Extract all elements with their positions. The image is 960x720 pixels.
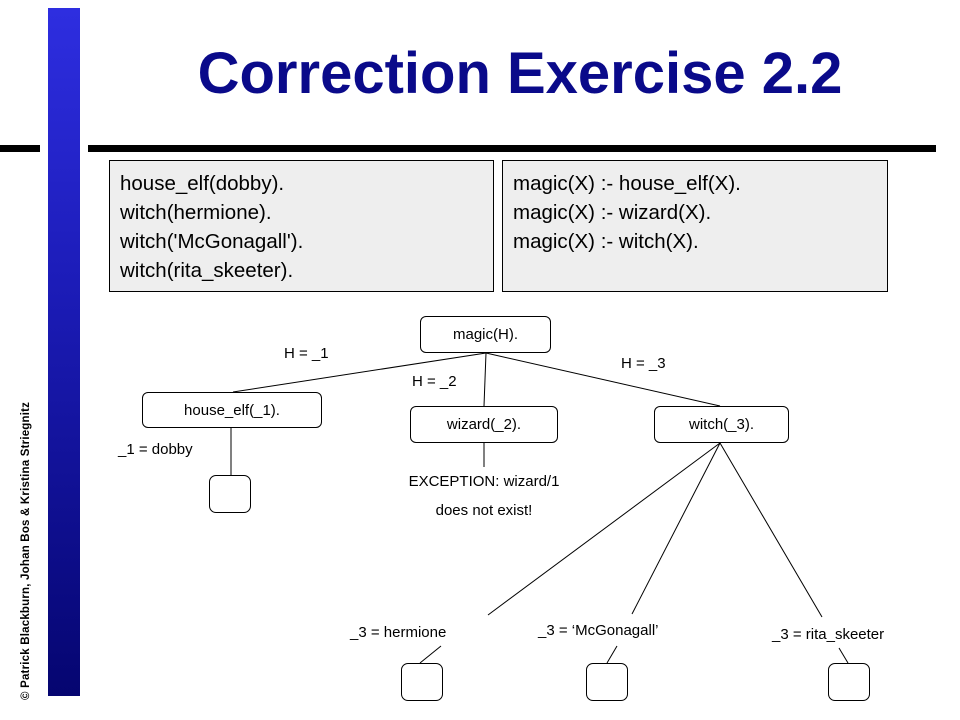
exception-detail: does not exist! (435, 502, 533, 519)
slide-title: Correction Exercise 2.2 (197, 41, 843, 106)
binding-mcgonagall: _3 = ‘McGonagall’ (538, 622, 659, 639)
edge-root-house-elf (232, 352, 487, 393)
edge-witch-rita (719, 442, 823, 618)
edge-witch-mcgonagall (631, 442, 721, 615)
fact-line: house_elf(dobby). (120, 172, 285, 195)
tree-node-house-elf: house_elf(_1). (142, 392, 322, 428)
header-rule-left (0, 145, 40, 152)
edge-mcgonagall-leaf (606, 645, 618, 664)
edge-label-h2: H = _2 (412, 373, 457, 390)
binding-dobby: _1 = dobby (118, 441, 193, 458)
rule-line: magic(X) :- witch(X). (513, 230, 699, 253)
edge-label-h3: H = _3 (621, 355, 666, 372)
edge-witch-hermione (487, 442, 721, 616)
tree-node-root: magic(H). (420, 316, 551, 353)
facts-box: house_elf(dobby). witch(hermione). witch… (109, 160, 494, 292)
rules-box: magic(X) :- house_elf(X). magic(X) :- wi… (502, 160, 888, 292)
tree-node-wizard: wizard(_2). (410, 406, 558, 443)
success-leaf-mcgonagall (586, 663, 628, 701)
exception-message: EXCEPTION: wizard/1 (408, 473, 560, 490)
success-leaf-dobby (209, 475, 251, 513)
rule-line: magic(X) :- house_elf(X). (513, 172, 741, 195)
success-leaf-rita-skeeter (828, 663, 870, 701)
binding-hermione: _3 = hermione (350, 624, 447, 641)
header-rule (88, 145, 936, 152)
binding-rita-skeeter: _3 = rita_skeeter (772, 626, 885, 643)
fact-line: witch(rita_skeeter). (120, 259, 294, 282)
edge-hermione-leaf (419, 645, 442, 664)
tree-node-witch: witch(_3). (654, 406, 789, 443)
rule-line: magic(X) :- wizard(X). (513, 201, 712, 224)
edge-root-wizard (483, 352, 487, 407)
fact-line: witch('McGonagall'). (120, 230, 304, 253)
edge-root-witch (485, 352, 721, 407)
success-leaf-hermione (401, 663, 443, 701)
edge-rita-leaf (838, 647, 849, 664)
left-accent-bar (48, 8, 80, 696)
fact-line: witch(hermione). (120, 201, 272, 224)
edge-label-h1: H = _1 (284, 345, 329, 362)
